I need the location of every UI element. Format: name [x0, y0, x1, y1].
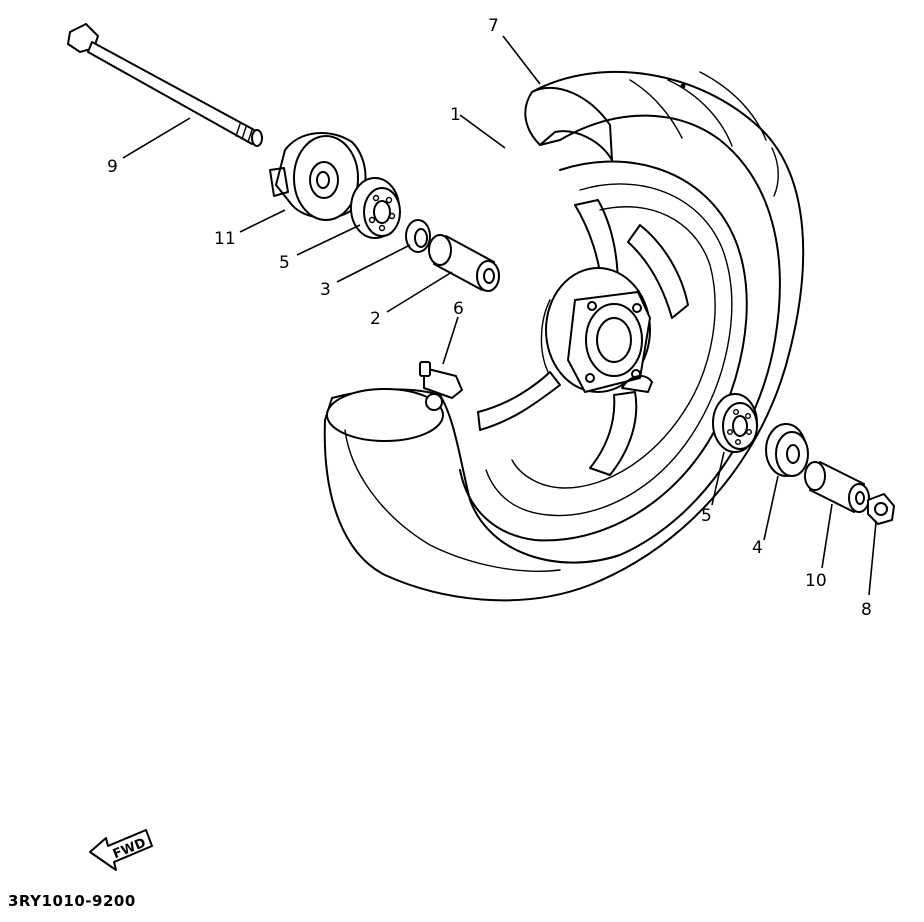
- tread-dot: [680, 83, 686, 89]
- tread-groove: [699, 71, 767, 141]
- wheel-hub: [540, 267, 653, 393]
- spacer-part-2: [428, 234, 500, 292]
- tread-groove: [629, 79, 683, 139]
- oil-seal-part-4: [765, 423, 809, 477]
- collar-part-10: [804, 461, 870, 513]
- callout-11: 11: [214, 229, 236, 249]
- meter-gear-unit-part-11: [269, 132, 367, 221]
- tire-and-wheel-assembly: [323, 70, 805, 602]
- wheel-spoke: [477, 371, 561, 431]
- tire-cut-section-bottom: [326, 388, 444, 442]
- callout-10: 10: [805, 571, 827, 591]
- forward-direction-indicator: FWD: [89, 829, 153, 871]
- rim-inner-edge: [485, 183, 733, 517]
- callout-numbers: 7 1 9 11 5 3 2 6 5 4 10 8: [107, 16, 872, 620]
- wheel-axle-part-9: [67, 23, 263, 147]
- callout-7: 7: [488, 16, 499, 36]
- tread-groove: [771, 147, 779, 197]
- callout-5-right: 5: [701, 506, 712, 526]
- callout-1: 1: [450, 105, 461, 125]
- bearing-part-5-right: [712, 393, 758, 453]
- rim-flange: [511, 206, 716, 489]
- fwd-arrow-icon: [89, 829, 153, 871]
- callout-8: 8: [861, 600, 872, 620]
- leader-lines: [122, 35, 877, 596]
- callout-2: 2: [370, 309, 381, 329]
- tire-inner-wall: [344, 429, 561, 572]
- bearing-part-5-left: [350, 177, 401, 239]
- callout-5-left: 5: [279, 253, 290, 273]
- axle-nut-part-8: [867, 493, 895, 525]
- callout-3: 3: [320, 280, 331, 300]
- callout-6: 6: [453, 299, 464, 319]
- wheel-spoke: [627, 224, 689, 319]
- tread-groove: [667, 79, 733, 147]
- tire-cut-section-top: [531, 86, 613, 161]
- oil-seal-part-3: [405, 219, 431, 253]
- diagram-reference-code: 3RY1010-9200: [8, 892, 136, 910]
- callout-4: 4: [752, 538, 763, 558]
- valve-stem-part-6: [419, 361, 463, 411]
- callout-9: 9: [107, 157, 118, 177]
- wheel-spoke: [589, 391, 638, 476]
